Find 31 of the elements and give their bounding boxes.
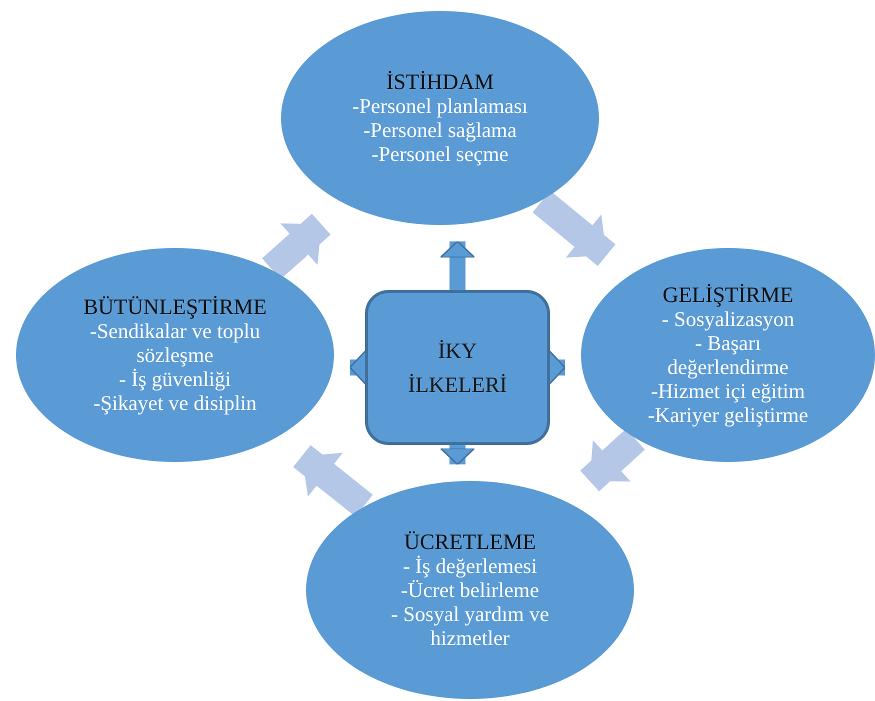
list-item: - İş güvenliği: [119, 367, 231, 391]
list-item: -Sendikalar ve toplu sözleşme: [88, 319, 262, 367]
list-item: - İş değerlemesi: [402, 554, 538, 578]
list-item: -Personel sağlama: [363, 118, 517, 142]
heading: GELİŞTİRME: [662, 283, 794, 307]
arrow: [440, 240, 476, 290]
heading: ÜCRETLEME: [404, 530, 536, 554]
list-item: -Ücret belirleme: [400, 578, 540, 602]
block-arrow: [532, 190, 616, 266]
block-arrow: [580, 428, 645, 492]
heading: BÜTÜNLEŞTİRME: [83, 295, 267, 319]
list-item: -Şikayet ve disiplin: [93, 391, 257, 415]
list-item: - Başarı değerlendirme: [666, 331, 790, 379]
arrow: [440, 445, 476, 466]
center-title: İKY İLKELERİ: [407, 336, 508, 398]
block-arrow: [262, 214, 331, 280]
list-item: -Personel planlaması: [352, 94, 528, 118]
ellipse-shape: [15, 247, 335, 463]
ellipse-shape: [305, 480, 635, 700]
list-item: - Sosyal yardım ve hizmetler: [390, 602, 550, 650]
list-item: -Personel seçme: [371, 142, 509, 166]
rounded-box: [365, 290, 550, 445]
list-item: -Kariyer geliştirme: [648, 403, 808, 427]
arrow: [548, 350, 566, 386]
list-item: - Sosyalizasyon: [662, 307, 794, 331]
heading: İSTİHDAM: [386, 70, 494, 94]
block-arrow: [293, 445, 373, 517]
list-item: -Hizmet içi eğitim: [651, 379, 805, 403]
ellipse-shape: [580, 247, 875, 463]
ellipse-shape: [280, 10, 600, 226]
arrow: [349, 350, 367, 386]
